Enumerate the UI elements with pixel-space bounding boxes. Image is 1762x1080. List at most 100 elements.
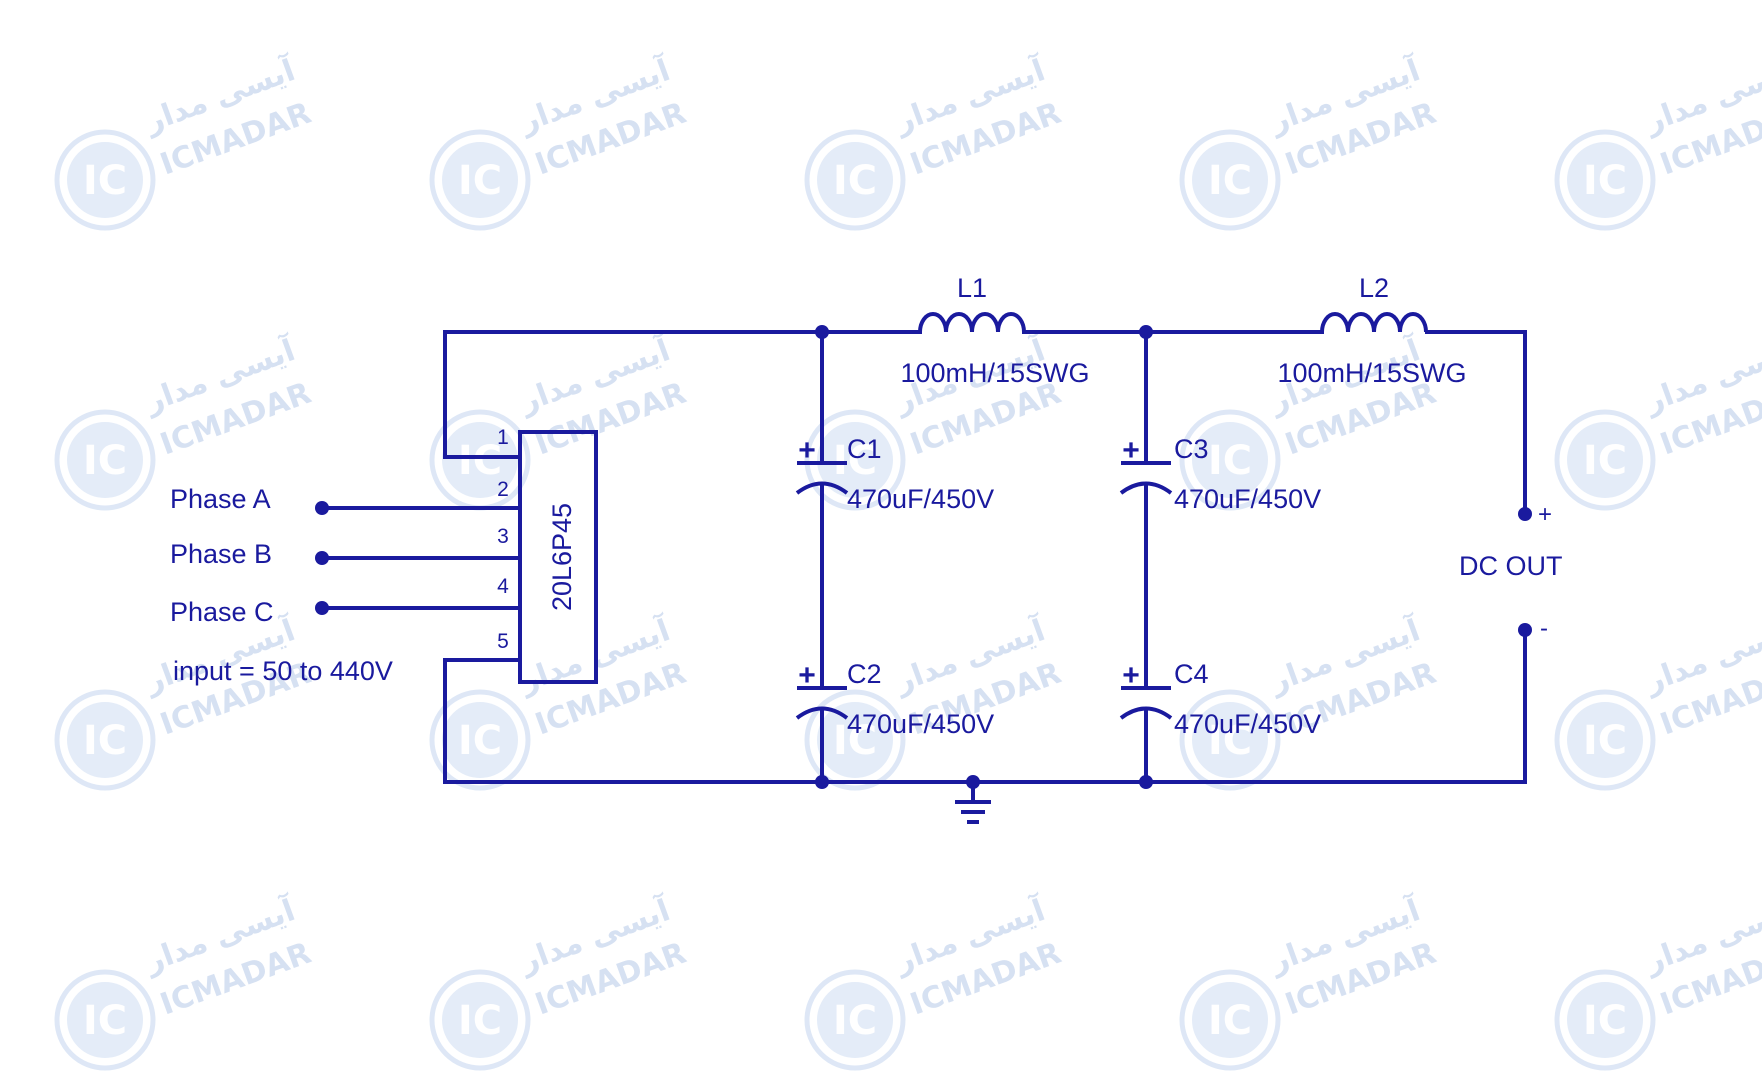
watermark-ring xyxy=(1554,129,1656,231)
watermark-logo-text: IC xyxy=(833,158,877,204)
watermark-disc xyxy=(67,142,143,218)
watermark-disc xyxy=(67,422,143,498)
pin-label-3: 3 xyxy=(497,525,509,548)
capacitor-c2-curved-plate xyxy=(795,706,849,720)
watermark-disc xyxy=(442,142,518,218)
dc-out-positive-terminal xyxy=(1518,507,1532,521)
watermark-disc xyxy=(1567,422,1643,498)
watermark-ring xyxy=(54,689,156,791)
junctions xyxy=(315,325,1532,789)
inductor-l2-ref: L2 xyxy=(1359,273,1389,303)
bridge-part-number: 20L6P45 xyxy=(547,503,577,611)
watermark-logo-text: IC xyxy=(83,158,127,204)
capacitor-c4-ref: C4 xyxy=(1174,659,1209,689)
capacitor-c3: + C3 470uF/450V xyxy=(1119,434,1321,514)
capacitor-c4-value: 470uF/450V xyxy=(1174,709,1321,739)
capacitor-c3-ref: C3 xyxy=(1174,434,1209,464)
phase-a-terminal xyxy=(315,501,329,515)
watermark-logo-text: IC xyxy=(1208,158,1252,204)
watermark-logo-text: IC xyxy=(458,158,502,204)
phase-b-label: Phase B xyxy=(170,539,272,569)
watermark-logo-text: IC xyxy=(458,998,502,1044)
junction-dot xyxy=(815,325,829,339)
watermark-logo-text: IC xyxy=(83,438,127,484)
watermark-ring xyxy=(54,129,156,231)
watermark-logo-text: IC xyxy=(1208,718,1252,764)
watermark-disc xyxy=(1567,142,1643,218)
watermark-ring xyxy=(1179,129,1281,231)
watermark-disc xyxy=(1567,702,1643,778)
watermark-disc xyxy=(1567,982,1643,1058)
watermark-logo-text: IC xyxy=(1583,718,1627,764)
watermark-logo-text: IC xyxy=(83,718,127,764)
bottom-rail-wire xyxy=(443,630,1527,784)
watermark-ring xyxy=(804,409,906,511)
watermark-ring xyxy=(1554,409,1656,511)
watermark-ring xyxy=(54,969,156,1071)
capacitor-c2: + C2 470uF/450V xyxy=(795,659,994,739)
inductor-l1-ref: L1 xyxy=(957,273,987,303)
watermark-logo-text: IC xyxy=(1208,998,1252,1044)
capacitor-c3-curved-plate xyxy=(1119,481,1173,495)
watermark-ring xyxy=(804,689,906,791)
watermark-disc xyxy=(442,702,518,778)
inductor-l2-coil xyxy=(1320,312,1428,333)
watermark-disc xyxy=(1192,142,1268,218)
watermark-disc xyxy=(67,982,143,1058)
inductor-l1-value: 100mH/15SWG xyxy=(900,358,1089,388)
capacitor-c1-value: 470uF/450V xyxy=(847,484,994,514)
watermark-disc xyxy=(1192,702,1268,778)
capacitor-c1-curved-plate xyxy=(795,481,849,495)
watermark-disc xyxy=(442,982,518,1058)
watermark-logo-text: IC xyxy=(1583,158,1627,204)
inductor-l1: L1 100mH/15SWG xyxy=(900,273,1089,388)
capacitor-c3-value: 470uF/450V xyxy=(1174,484,1321,514)
capacitor-c2-value: 470uF/450V xyxy=(847,709,994,739)
watermark-ring xyxy=(429,969,531,1071)
watermark-disc xyxy=(67,702,143,778)
watermark-logo-text: IC xyxy=(1583,438,1627,484)
dc-out-positive-sign: + xyxy=(1538,501,1552,528)
capacitor-c4: + C4 470uF/450V xyxy=(1119,659,1321,739)
watermark-ring xyxy=(1179,409,1281,511)
watermark-logo-text: IC xyxy=(83,998,127,1044)
watermark-ring xyxy=(54,409,156,511)
phase-a-label: Phase A xyxy=(170,484,271,514)
watermark-ring xyxy=(1554,689,1656,791)
watermark-logo-text: IC xyxy=(458,718,502,764)
dc-out-negative-terminal xyxy=(1518,623,1532,637)
watermark-disc xyxy=(442,422,518,498)
capacitor-c1-polarity: + xyxy=(798,434,816,467)
bridge-rectifier: 20L6P45 1 2 3 4 5 xyxy=(497,426,598,684)
watermark-disc xyxy=(1192,982,1268,1058)
watermark-ring xyxy=(1554,969,1656,1071)
junction-dot xyxy=(815,775,829,789)
watermark-logo-text: IC xyxy=(833,998,877,1044)
watermark-ring xyxy=(429,129,531,231)
capacitor-c1-ref: C1 xyxy=(847,434,882,464)
capacitor-c4-polarity: + xyxy=(1122,659,1140,692)
capacitor-c2-ref: C2 xyxy=(847,659,882,689)
dc-out-label: DC OUT xyxy=(1459,551,1563,581)
inductor-l2: L2 100mH/15SWG xyxy=(1277,273,1466,388)
phase-b-terminal xyxy=(315,551,329,565)
wires xyxy=(320,330,1527,802)
junction-dot xyxy=(1139,775,1153,789)
watermark-ring xyxy=(429,689,531,791)
